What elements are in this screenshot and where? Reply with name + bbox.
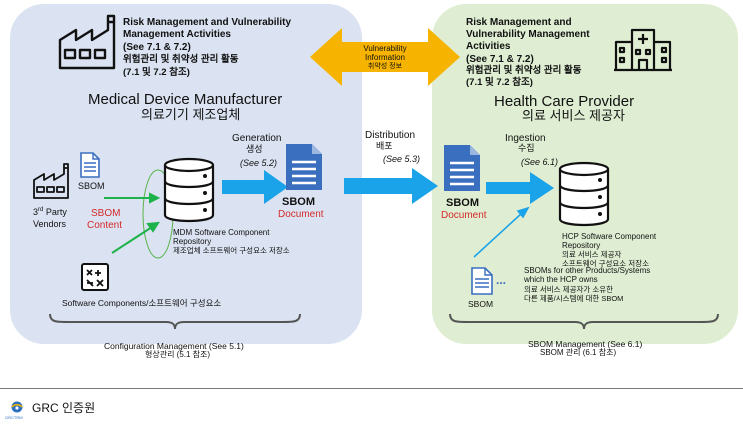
- footer-brand: GRC 인증원: [32, 401, 96, 415]
- distribution-label: Distribution: [365, 130, 416, 141]
- software-components-label: Software Components/소프트웨어 구성요소: [62, 298, 222, 308]
- sbom-content-1: SBOM: [91, 208, 121, 219]
- hcp-title-ko: 의료 서비스 제공자: [522, 108, 625, 123]
- config-management-brace: [49, 313, 301, 330]
- other-sbom-ellipsis: ...: [496, 273, 507, 287]
- ingestion-arrow: [486, 172, 554, 204]
- hcp-activities-ko: 위험관리 및 취약성 관리 활동: [466, 65, 582, 76]
- generation-ko: 생성: [246, 144, 263, 154]
- vuln-info-ko: 취약성 정보: [367, 63, 403, 70]
- distribution-ref: (See 5.3): [383, 154, 421, 164]
- grc-logo-icon: [11, 401, 23, 413]
- mfr-activities-title-2: Management Activities: [123, 29, 231, 40]
- hcp-activities-title-1: Risk Management and: [466, 17, 572, 28]
- generation-label: Generation: [232, 133, 282, 144]
- mfr-document-label: Document: [278, 209, 324, 220]
- hcp-repo-1: HCP Software Component: [562, 232, 657, 241]
- distribution-ko: 배포: [376, 141, 393, 151]
- other-sboms-2: which the HCP owns: [524, 275, 598, 284]
- sbom-label-left: SBOM: [78, 181, 105, 191]
- ingestion-ref: (See 6.1): [521, 157, 559, 167]
- other-sboms-ko-1: 의료 서비스 제공자가 소유한: [524, 285, 614, 294]
- other-sboms-1: SBOMs for other Products/Systems: [524, 266, 651, 275]
- mfr-database-icon: [163, 157, 215, 223]
- mfr-activities-ko-ref: (7.1 및 7.2 참조): [123, 67, 190, 78]
- mfr-activities-ref: (See 7.1 & 7.2): [123, 42, 191, 53]
- other-sboms-ko-2: 다른 제품/시스템에 대한 SBOM: [524, 294, 624, 303]
- mfr-repo-1: MDM Software Component: [173, 228, 270, 237]
- mfr-title: Medical Device Manufacturer: [88, 91, 283, 108]
- grc-logo-text: GRCTRM: [5, 415, 23, 420]
- vendor-factory-icon: [33, 163, 69, 199]
- sbom-mgmt-ko: SBOM 관리 (6.1 참조): [540, 348, 617, 357]
- vulnerability-exchange-arrow: [310, 28, 460, 86]
- hcp-repo-2: Repository: [562, 241, 601, 250]
- hcp-document-label: Document: [441, 210, 487, 221]
- vuln-info-2: Information: [364, 53, 406, 62]
- hcp-title: Health Care Provider: [494, 93, 635, 110]
- factory-icon: [58, 14, 116, 70]
- mfr-repo-ko: 제조업체 소프트웨어 구성요소 저장소: [173, 246, 290, 255]
- hcp-repo-ko-2: 소프트웨어 구성요소 저장소: [562, 259, 649, 268]
- third-party-2: Vendors: [33, 219, 67, 229]
- third-party-1: 3rd Party: [33, 207, 67, 217]
- hcp-activities-ref: (See 7.1 & 7.2): [466, 54, 534, 65]
- other-sbom-label: SBOM: [468, 299, 494, 309]
- distribution-arrow: [344, 168, 438, 204]
- footer-divider: [0, 388, 743, 389]
- mfr-sbom-label: SBOM: [282, 196, 315, 208]
- ingestion-label: Ingestion: [505, 133, 546, 144]
- hcp-activities-title-2: Vulnerability Management: [466, 29, 590, 40]
- mfr-activities-ko: 위험관리 및 취약성 관리 활동: [123, 54, 239, 65]
- sbom-management-brace: [449, 313, 719, 330]
- hcp-database-icon: [558, 161, 610, 227]
- hcp-activities-title-3: Activities: [466, 41, 511, 52]
- software-component-icon: [81, 263, 109, 291]
- mfr-title-ko: 의료기기 제조업체: [141, 107, 241, 122]
- generation-ref: (See 5.2): [240, 158, 278, 168]
- hcp-activities-ko-ref: (7.1 및 7.2 참조): [466, 77, 533, 88]
- hcp-repo-ko-1: 의료 서비스 제공자: [562, 250, 622, 259]
- other-sbom-file-icon: [471, 267, 493, 295]
- hospital-icon: [614, 28, 672, 72]
- config-mgmt-ko: 형상관리 (5.1 참조): [145, 350, 211, 359]
- sbom-mgmt-label: SBOM Management (See 6.1): [528, 339, 643, 349]
- hcp-sbom-label: SBOM: [446, 197, 479, 209]
- ingestion-ko: 수집: [518, 143, 535, 153]
- mfr-activities-title-1: Risk Management and Vulnerability: [123, 17, 292, 28]
- generation-arrow: [222, 170, 288, 204]
- sbom-file-icon: [80, 152, 100, 178]
- sbom-content-2: Content: [87, 220, 123, 231]
- config-mgmt-label: Configuration Management (See 5.1): [104, 341, 244, 351]
- mfr-repo-2: Repository: [173, 237, 212, 246]
- vuln-info-1: Vulnerability: [363, 44, 407, 53]
- hcp-sbom-document-icon: [444, 145, 480, 191]
- mfr-sbom-document-icon: [286, 144, 322, 190]
